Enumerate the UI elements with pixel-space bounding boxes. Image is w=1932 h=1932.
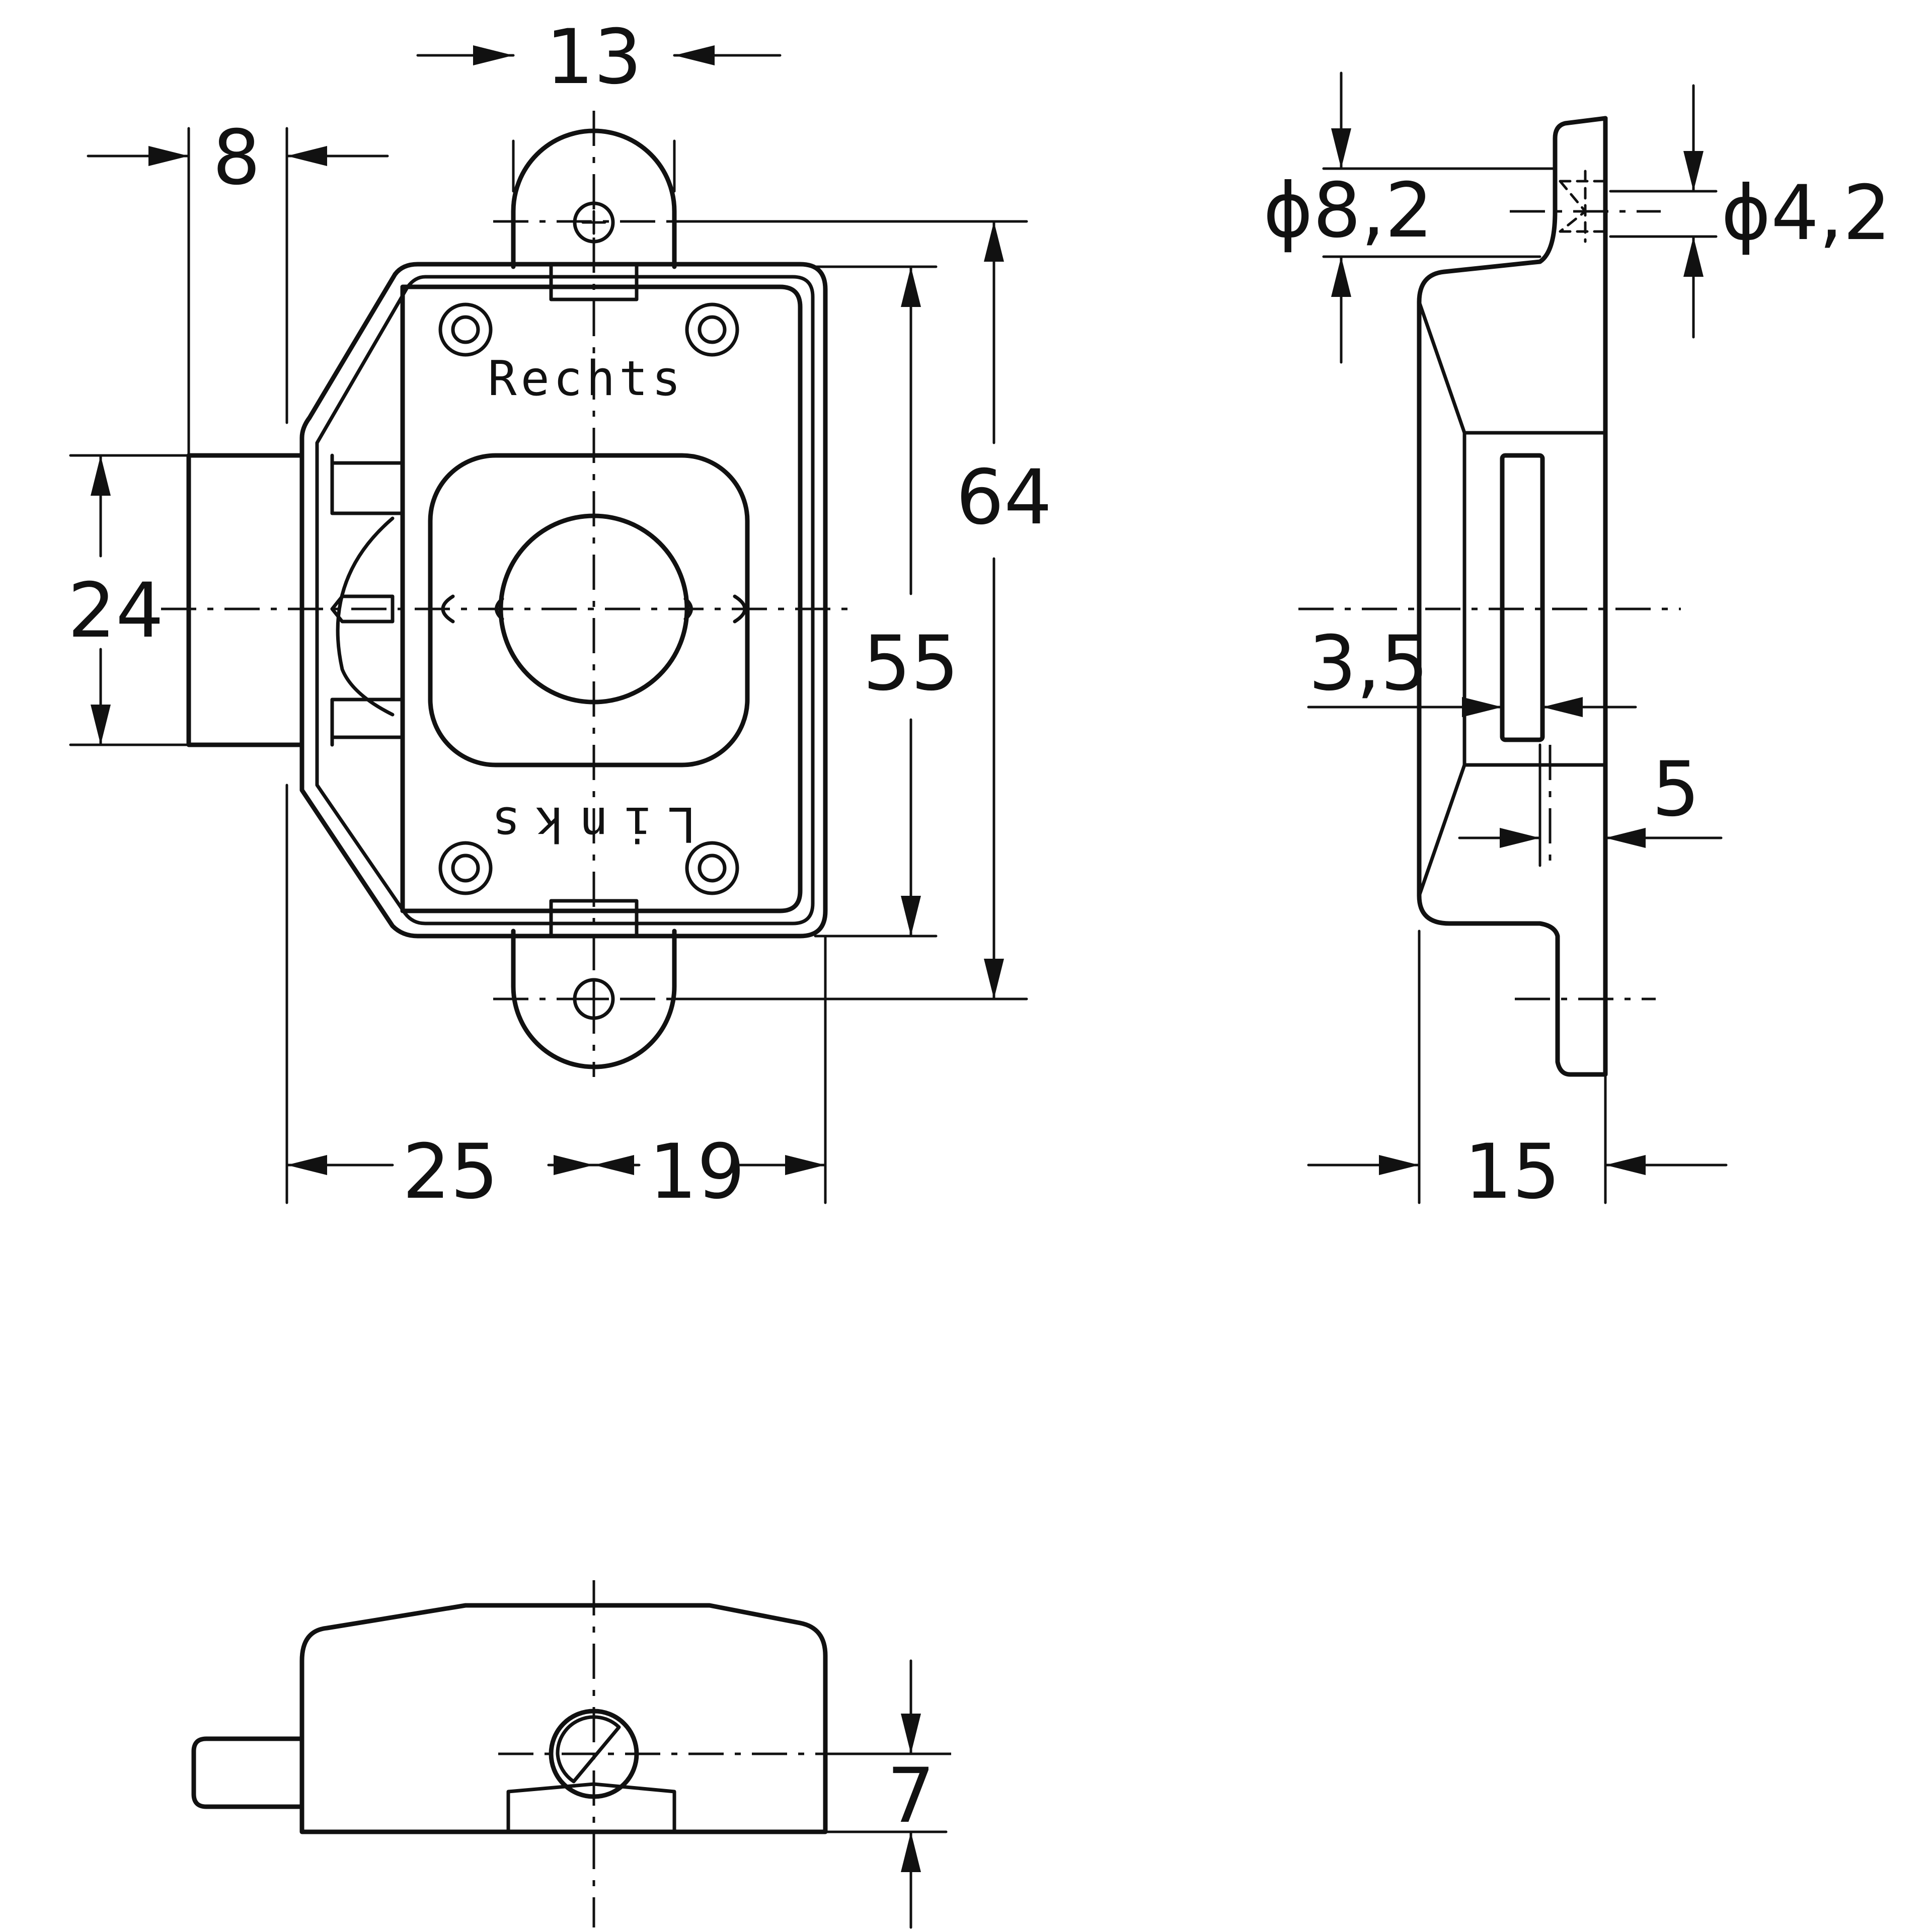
dim-19: 19	[649, 1128, 745, 1216]
latch-bolt	[186, 453, 304, 747]
dim-phi-8-2: ϕ8,2	[1263, 167, 1433, 255]
dim-25: 25	[403, 1128, 499, 1216]
bottom-body	[299, 1603, 828, 1834]
dim-13: 13	[546, 14, 642, 101]
bottom-tab	[506, 1782, 676, 1834]
label-links: Links	[477, 796, 696, 852]
housing-outer	[299, 262, 828, 939]
dim-phi-4-2: ϕ4,2	[1721, 170, 1891, 257]
side-slot	[1500, 453, 1545, 742]
cover-plate	[400, 284, 803, 913]
dim-3-5: 3,5	[1308, 620, 1429, 708]
label-rechts: Rechts	[488, 351, 684, 407]
dim-24: 24	[68, 567, 164, 655]
latch-arc	[336, 516, 395, 717]
dim-64: 64	[956, 454, 1052, 542]
dim-5: 5	[1652, 746, 1699, 833]
side-top-flange	[1442, 116, 1608, 274]
bottom-view: 7	[191, 1580, 951, 1929]
dim-55: 55	[863, 620, 959, 708]
dim-15: 15	[1464, 1128, 1561, 1216]
side-view: ϕ8,2 ϕ4,2 3,5 5 15	[1263, 71, 1891, 1216]
bottom-pin	[191, 1736, 304, 1809]
corner-screws	[438, 302, 739, 895]
dim-8: 8	[212, 114, 260, 202]
dim-7: 7	[887, 1752, 935, 1840]
side-body	[1417, 116, 1608, 1077]
front-view: Rechts Links 13 8 24	[68, 14, 1052, 1216]
housing-inner	[315, 275, 815, 925]
